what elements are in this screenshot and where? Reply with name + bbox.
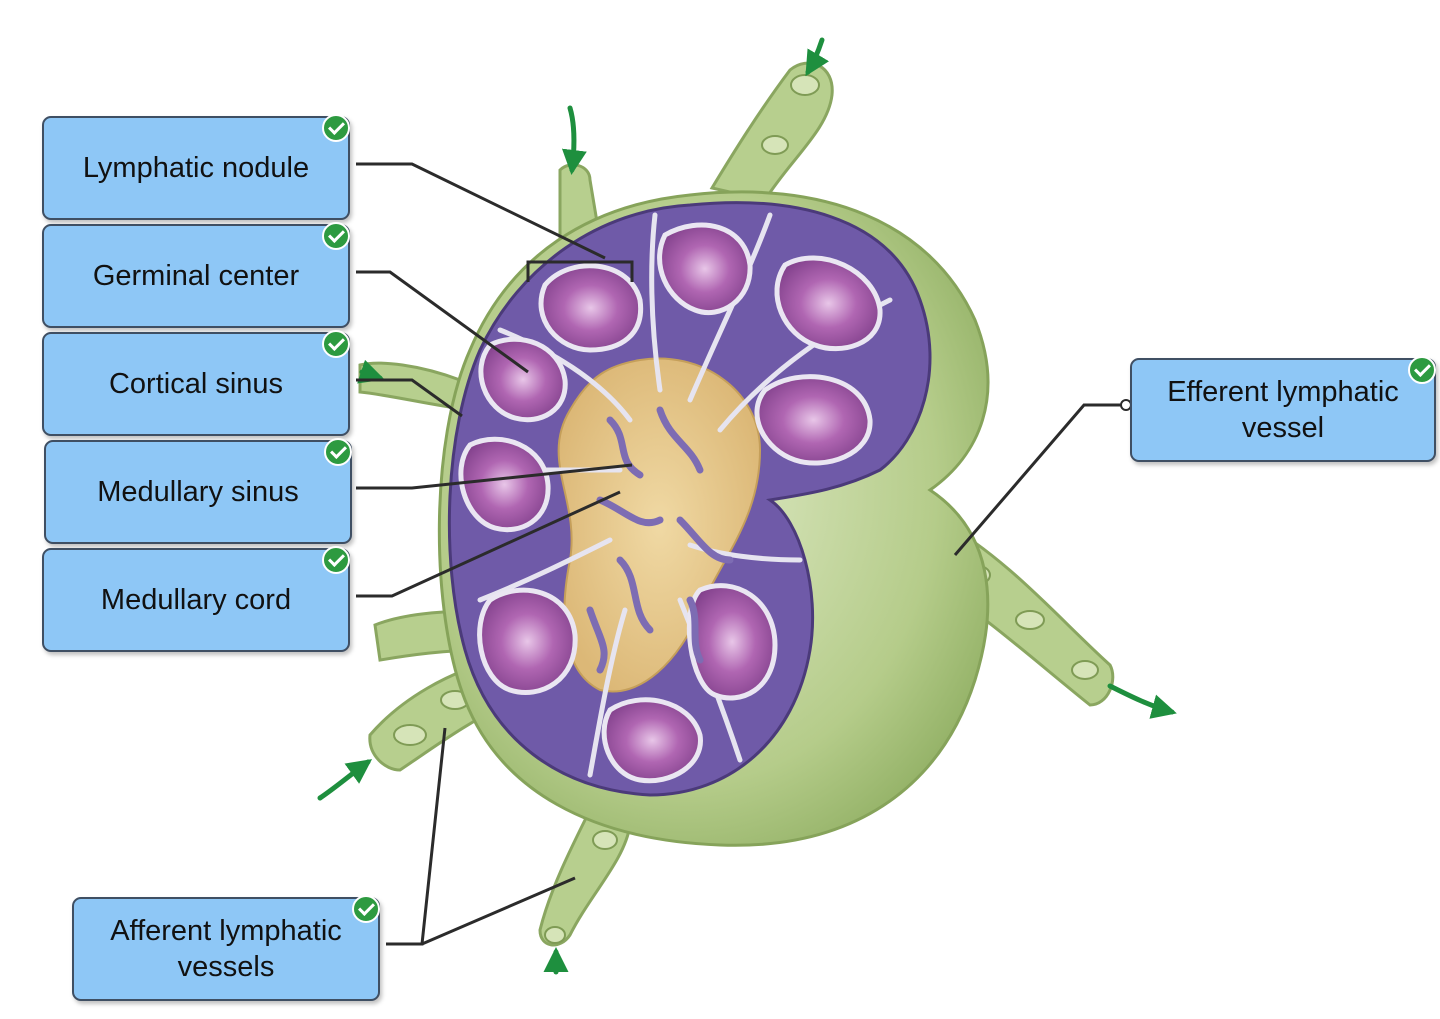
label-medullary-cord[interactable]: Medullary cord (42, 546, 350, 652)
flow-arrows (317, 37, 1177, 975)
correct-check-icon (322, 114, 350, 142)
arrow-afferent-top (561, 105, 587, 175)
label-efferent-lymphatic-vessel-text: Efferent lymphatic vessel (1167, 376, 1399, 444)
correct-check-icon (1408, 356, 1436, 384)
nodule-1 (538, 263, 644, 353)
leader-germinal-center (356, 270, 529, 374)
leader-medullary-cord (356, 490, 621, 598)
correct-check-icon (352, 895, 380, 923)
label-cortical-sinus-text: Cortical sinus (108, 368, 284, 400)
nodule-8 (686, 583, 778, 701)
label-afferent-lymphatic-vessels-text: Afferent lymphatic vessels (110, 915, 342, 983)
label-lymphatic-nodule-text: Lymphatic nodule (82, 152, 310, 184)
leader-efferent-vessel (953, 403, 1124, 556)
label-afferent-lymphatic-vessels[interactable]: Afferent lymphatic vessels (72, 895, 380, 1001)
leader-cortical-sinus (356, 378, 463, 418)
arrow-afferent-bottom-left (317, 759, 373, 801)
nodule-6 (458, 436, 551, 533)
correct-check-icon (324, 438, 352, 466)
label-germinal-center-text: Germinal center (92, 260, 300, 292)
label-germinal-center[interactable]: Germinal center (42, 222, 350, 328)
nodule-5 (478, 336, 568, 423)
leader-medullary-sinus (356, 463, 633, 490)
nodule-9 (601, 697, 703, 784)
correct-check-icon (322, 330, 350, 358)
leader-afferent-lower (421, 876, 576, 946)
arrow-afferent-left (357, 359, 385, 384)
leader-lymphatic-nodule (356, 162, 606, 260)
label-medullary-cord-text: Medullary cord (100, 584, 292, 616)
arrow-afferent-top-right (805, 37, 830, 77)
lymphatic-nodules (458, 222, 883, 784)
bracket-lymphatic-nodule (526, 260, 634, 282)
medullary-cords (586, 406, 734, 674)
nodule-7 (477, 587, 578, 696)
label-medullary-sinus-text: Medullary sinus (97, 476, 299, 508)
nodule-4 (754, 374, 873, 466)
nodule-2 (657, 222, 753, 316)
label-lymphatic-nodule[interactable]: Lymphatic nodule (42, 114, 350, 220)
label-medullary-sinus[interactable]: Medullary sinus (44, 438, 352, 544)
correct-check-icon (322, 546, 350, 574)
leader-lines (356, 162, 1124, 946)
label-cortical-sinus[interactable]: Cortical sinus (42, 330, 350, 436)
medulla (557, 357, 762, 693)
arrow-efferent (1107, 683, 1177, 719)
label-efferent-lymphatic-vessel[interactable]: Efferent lymphatic vessel (1130, 356, 1436, 462)
correct-check-icon (322, 222, 350, 250)
nodule-3 (774, 255, 883, 352)
